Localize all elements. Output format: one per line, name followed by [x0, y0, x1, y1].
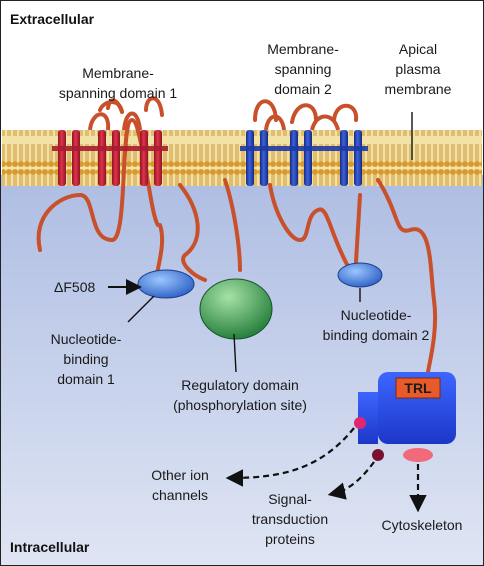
label-apical-line2: plasma	[395, 61, 440, 77]
label-msd2-line2: spanning	[275, 61, 332, 77]
label-other-ion-line1: Other ion	[151, 467, 209, 483]
label-msd2-line3: domain 2	[274, 81, 332, 97]
label-nbd1-line3: domain 1	[57, 371, 115, 387]
nbd1-leader	[127, 295, 155, 323]
msd2-helices	[240, 130, 368, 186]
regulatory-domain-shape	[199, 278, 273, 340]
loop-msd1-b	[122, 111, 142, 131]
arrow-other-ion	[225, 427, 355, 487]
label-regulatory-line1: Regulatory domain	[181, 377, 299, 393]
label-signal-line1: Signal-	[268, 491, 312, 507]
label-nbd1-line1: Nucleotide-	[51, 331, 122, 347]
label-regulatory-line2: (phosphorylation site)	[173, 397, 307, 413]
trl-tag	[395, 377, 441, 399]
label-extracellular: Extracellular	[10, 11, 95, 27]
label-nbd2-line2: binding domain 2	[323, 327, 430, 343]
intracellular-region	[0, 175, 484, 566]
loop-msd2-a	[264, 114, 286, 131]
label-msd1-line2: spanning domain 1	[59, 85, 178, 101]
signal-binder	[372, 449, 384, 461]
label-intracellular: Intracellular	[10, 539, 90, 555]
label-apical-line3: membrane	[385, 81, 452, 97]
cytoskeleton-binder	[403, 448, 433, 462]
label-deltaf508: ΔF508	[54, 279, 95, 295]
regulatory-leader	[233, 333, 237, 373]
label-nbd1-line2: binding	[63, 351, 108, 367]
label-other-ion-line2: channels	[152, 487, 208, 503]
label-signal-line2: transduction	[252, 511, 328, 527]
msd1-helices	[52, 130, 168, 186]
label-cytoskeleton: Cytoskeleton	[382, 517, 463, 533]
label-apical-line1: Apical	[399, 41, 437, 57]
protein-chain	[36, 96, 438, 374]
label-msd2-line1: Membrane-	[267, 41, 339, 57]
loop-msd2-b	[310, 114, 340, 131]
lipid-bilayer	[2, 130, 482, 186]
label-msd1-line1: Membrane-	[82, 65, 154, 81]
label-nbd2-line1: Nucleotide-	[341, 307, 412, 323]
nbd1-shape	[137, 269, 195, 299]
label-signal-line3: proteins	[265, 531, 315, 547]
arrow-signal	[327, 461, 375, 500]
trl-box-side	[358, 392, 378, 444]
label-trl: TRL	[404, 380, 432, 396]
loop-msd1-a	[88, 112, 111, 131]
ion-channel-binder	[354, 417, 366, 429]
nbd2-shape	[337, 262, 383, 288]
